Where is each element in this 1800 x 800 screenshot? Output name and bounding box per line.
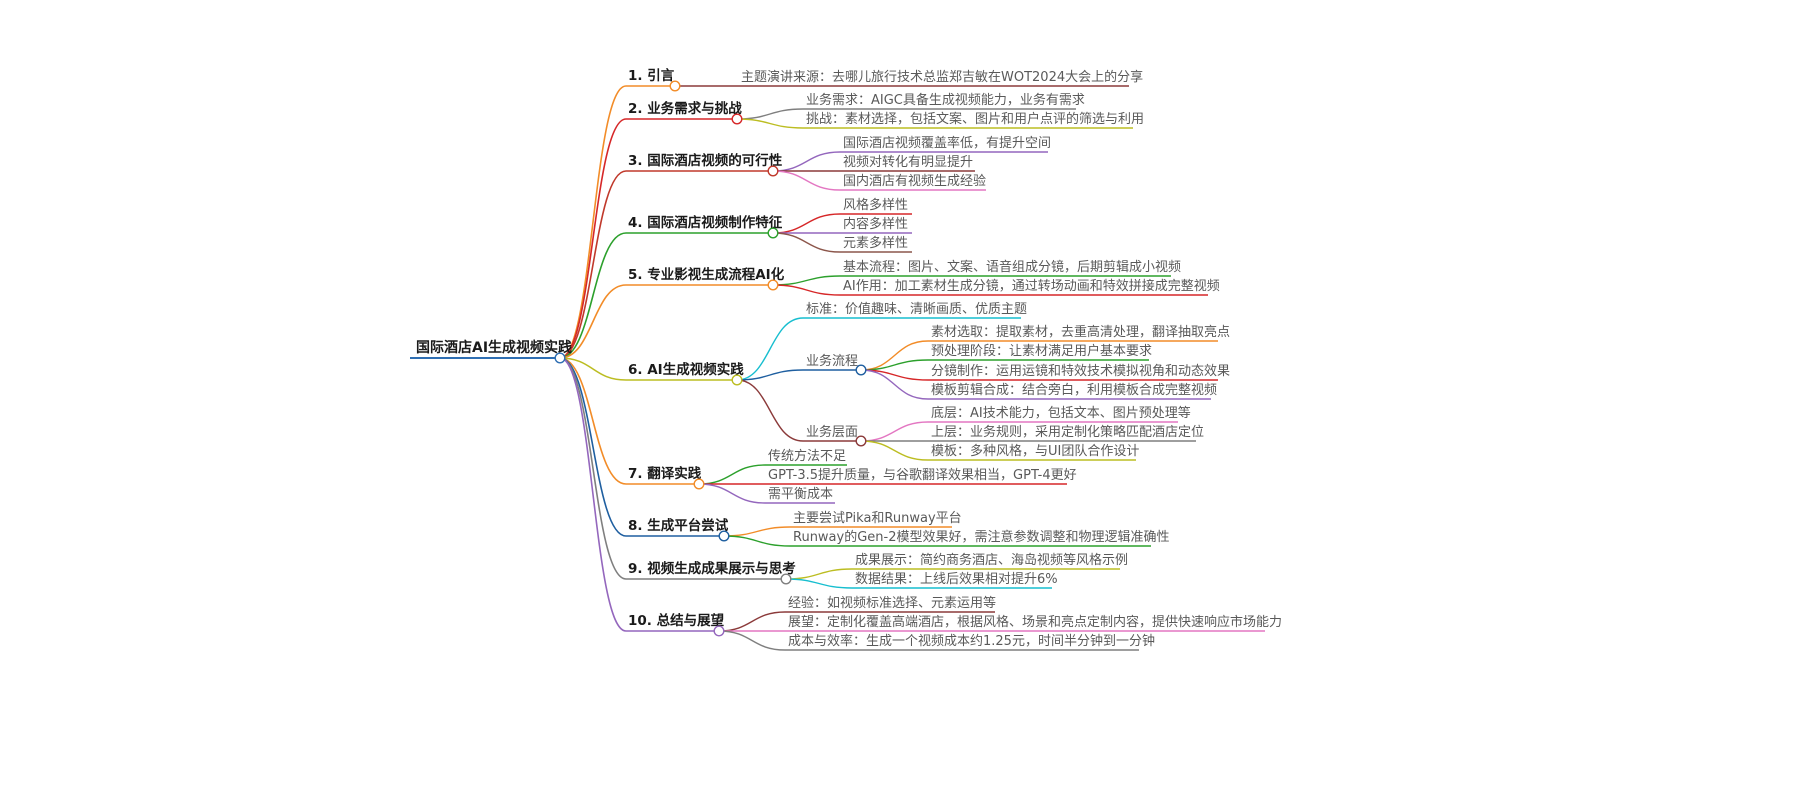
detail-item[interactable]: 预处理阶段：让素材满足用户基本要求 bbox=[931, 343, 1152, 359]
branch-connector bbox=[559, 357, 627, 580]
subtopic-connector bbox=[718, 630, 786, 651]
subtopic[interactable]: 业务层面 bbox=[806, 424, 858, 440]
root-node[interactable] bbox=[554, 352, 566, 364]
subtopic-connector bbox=[723, 526, 791, 537]
subtopic-connector bbox=[785, 578, 853, 589]
subtopic[interactable]: 业务流程 bbox=[806, 353, 858, 369]
branch-topic-10[interactable]: 10. 总结与展望 bbox=[628, 612, 725, 629]
branch-node[interactable] bbox=[669, 80, 681, 92]
branch-node[interactable] bbox=[713, 625, 725, 637]
subtopic-connector bbox=[772, 232, 841, 253]
subtopic-connector bbox=[772, 151, 841, 172]
subtopic-connector bbox=[723, 535, 791, 547]
branch-connector bbox=[559, 357, 627, 537]
subtopic[interactable]: 国际酒店视频覆盖率低，有提升空间 bbox=[843, 135, 1051, 151]
branch-connector bbox=[559, 357, 627, 485]
subtopic[interactable]: Runway的Gen-2模型效果好，需注意参数调整和物理逻辑准确性 bbox=[793, 529, 1170, 545]
subtopic[interactable]: AI作用：加工素材生成分镜，通过转场动画和特效拼接成完整视频 bbox=[843, 278, 1220, 294]
subtopic-connector bbox=[698, 464, 766, 485]
branch-node[interactable] bbox=[718, 530, 730, 542]
subtopic[interactable]: 成本与效率：生成一个视频成本约1.25元，时间半分钟到一分钟 bbox=[788, 633, 1155, 649]
subtopic-node[interactable] bbox=[855, 364, 867, 376]
branch-connector bbox=[559, 118, 627, 359]
detail-item[interactable]: 底层：AI技术能力，包括文本、图片预处理等 bbox=[931, 405, 1191, 421]
branch-connector bbox=[559, 357, 627, 632]
detail-item[interactable]: 分镜制作：运用运镜和特效技术模拟视角和动态效果 bbox=[931, 364, 1230, 379]
branch-node[interactable] bbox=[767, 165, 779, 177]
subtopic-connector bbox=[785, 568, 853, 580]
subtopic-connector bbox=[736, 379, 804, 442]
subtopic[interactable]: 风格多样性 bbox=[843, 197, 908, 213]
detail-item[interactable]: 素材选取：提取素材，去重高清处理，翻译抽取亮点 bbox=[931, 324, 1230, 340]
branch-topic-7[interactable]: 7. 翻译实践 bbox=[628, 465, 702, 482]
branch-topic-9[interactable]: 9. 视频生成成果展示与思考 bbox=[628, 560, 796, 577]
subtopic-connector bbox=[772, 170, 841, 191]
detail-connector bbox=[860, 369, 929, 400]
subtopic[interactable]: 成果展示：简约商务酒店、海岛视频等风格示例 bbox=[855, 552, 1128, 568]
branch-connector bbox=[559, 85, 627, 359]
detail-item[interactable]: 模板：多种风格，与UI团队合作设计 bbox=[931, 443, 1139, 459]
detail-item[interactable]: 上层：业务规则，采用定制化策略匹配酒店定位 bbox=[931, 424, 1204, 440]
subtopic[interactable]: 数据结果：上线后效果相对提升6% bbox=[855, 571, 1058, 587]
subtopic[interactable]: 主要尝试Pika和Runway平台 bbox=[793, 511, 962, 526]
subtopic[interactable]: GPT-3.5提升质量，与谷歌翻译效果相当，GPT-4更好 bbox=[768, 467, 1077, 483]
subtopic[interactable]: 需平衡成本 bbox=[768, 487, 833, 502]
subtopic[interactable]: 视频对转化有明显提升 bbox=[843, 154, 973, 170]
branch-connector bbox=[559, 232, 627, 359]
detail-connector bbox=[860, 440, 929, 461]
branch-topic-2[interactable]: 2. 业务需求与挑战 bbox=[628, 100, 742, 117]
subtopic-connector bbox=[772, 284, 841, 296]
subtopic-node[interactable] bbox=[855, 435, 867, 447]
subtopic[interactable]: 元素多样性 bbox=[843, 235, 908, 251]
subtopic[interactable]: 传统方法不足 bbox=[768, 448, 846, 464]
subtopic[interactable]: 经验：如视频标准选择、元素运用等 bbox=[788, 595, 996, 611]
branch-topic-5[interactable]: 5. 专业影视生成流程AI化 bbox=[628, 266, 785, 283]
detail-item[interactable]: 模板剪辑合成：结合旁白，利用模板合成完整视频 bbox=[931, 382, 1217, 398]
branch-connector bbox=[559, 284, 627, 359]
subtopic[interactable]: 内容多样性 bbox=[843, 216, 908, 232]
subtopic-connector bbox=[736, 369, 804, 381]
branch-node[interactable] bbox=[731, 113, 743, 125]
subtopic[interactable]: 展望：定制化覆盖高端酒店，根据风格、场景和亮点定制内容，提供快速响应市场能力 bbox=[788, 614, 1282, 630]
branch-node[interactable] bbox=[767, 279, 779, 291]
root-topic[interactable]: 国际酒店AI生成视频实践 bbox=[416, 339, 572, 356]
subtopic-connector bbox=[736, 317, 804, 381]
subtopic[interactable]: 国内酒店有视频生成经验 bbox=[843, 173, 986, 189]
branch-topic-4[interactable]: 4. 国际酒店视频制作特征 bbox=[628, 214, 783, 231]
branch-node[interactable] bbox=[767, 227, 779, 239]
subtopic-connector bbox=[772, 213, 841, 234]
branch-node[interactable] bbox=[780, 573, 792, 585]
subtopic-connector bbox=[736, 118, 804, 129]
subtopic-connector bbox=[698, 483, 766, 504]
subtopic[interactable]: 主题演讲来源：去哪儿旅行技术总监郑吉敏在WOT2024大会上的分享 bbox=[741, 69, 1143, 85]
branch-topic-6[interactable]: 6. AI生成视频实践 bbox=[628, 361, 744, 378]
branch-topic-8[interactable]: 8. 生成平台尝试 bbox=[628, 517, 729, 534]
subtopic-connector bbox=[718, 611, 786, 632]
branch-connector bbox=[559, 170, 627, 359]
subtopic[interactable]: 挑战：素材选择，包括文案、图片和用户点评的筛选与利用 bbox=[806, 111, 1144, 127]
branch-connector bbox=[559, 357, 627, 381]
subtopic-connector bbox=[736, 108, 804, 120]
branch-topic-1[interactable]: 1. 引言 bbox=[628, 67, 675, 84]
subtopic[interactable]: 标准：价值趣味、清晰画质、优质主题 bbox=[806, 301, 1027, 317]
branch-node[interactable] bbox=[693, 478, 705, 490]
subtopic[interactable]: 业务需求：AIGC具备生成视频能力，业务有需求 bbox=[806, 92, 1085, 108]
branch-node[interactable] bbox=[731, 374, 743, 386]
detail-connector bbox=[860, 421, 929, 442]
subtopic[interactable]: 基本流程：图片、文案、语音组成分镜，后期剪辑成小视频 bbox=[843, 259, 1181, 275]
branch-topic-3[interactable]: 3. 国际酒店视频的可行性 bbox=[628, 152, 783, 169]
